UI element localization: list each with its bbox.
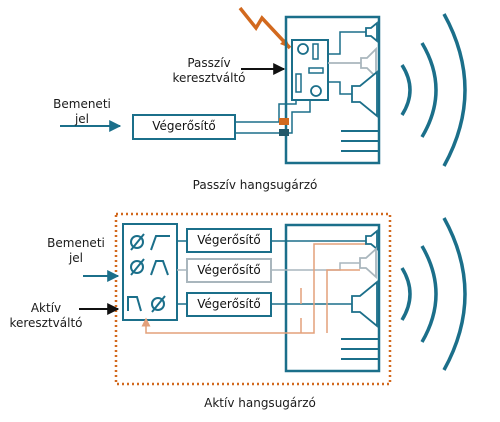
woofer-icon [351,280,378,328]
tweeter-icon [365,21,378,43]
active-crossover-label-line1: Aktív [30,301,62,315]
active-input-label-line2: jel [68,251,84,265]
woofer-icon [351,70,378,118]
passive-crossover-label: Passzív keresztváltó [164,56,254,86]
tweeter-icon [365,229,378,251]
passive-cabinet [284,15,381,165]
active-speaker-outline [114,212,392,386]
midrange-icon [360,46,377,80]
midrange-icon [359,246,377,280]
active-caption: Aktív hangsugárzó [204,396,316,410]
active-amplifier-label-1: Végerősítő [197,233,261,247]
active-crossover-label-line2: keresztváltó [9,316,83,330]
passive-amplifier-label: Végerősítő [152,119,216,133]
passive-input-label-line1: Bemeneti [53,97,111,111]
active-crossover-label: Aktív keresztváltó [0,301,92,331]
filter-icon [127,233,170,313]
active-cabinet [284,223,381,373]
passive-crossover-label-line1: Passzív [187,56,231,70]
active-amplifier-label-3: Végerősítő [197,297,261,311]
active-amplifier-label-2: Végerősítő [197,263,261,277]
passive-crossover-label-line2: keresztváltó [172,71,246,85]
sound-wave-icon [400,267,412,321]
passive-input-label: Bemeneti jel [50,97,114,127]
passive-input-label-line2: jel [74,112,90,126]
active-input-label: Bemeneti jel [44,236,108,266]
lightning-bolt-icon [238,6,292,50]
passive-amplifier-box [132,114,236,140]
passive-speaker [60,6,467,167]
active-speaker [79,212,467,386]
passive-caption: Passzív hangsugárzó [192,178,318,192]
sound-wave-icon [400,64,412,116]
active-input-label-line1: Bemeneti [47,236,105,250]
